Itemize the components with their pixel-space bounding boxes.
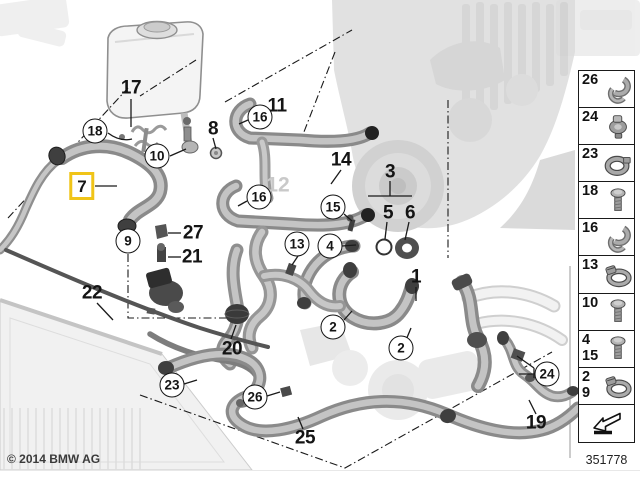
callout-13[interactable]: 13	[284, 231, 310, 257]
callout-7[interactable]: 7	[69, 172, 95, 200]
callout-21[interactable]: 21	[181, 246, 203, 268]
part-number: 2	[582, 368, 591, 385]
sidebar-item-24[interactable]: 24	[578, 107, 635, 146]
direction-arrow-icon	[584, 407, 630, 439]
callout-9[interactable]: 9	[115, 228, 141, 254]
callout-19[interactable]: 19	[525, 412, 547, 434]
callout-5[interactable]: 5	[382, 202, 394, 224]
part-number: 26	[582, 72, 599, 88]
part-number: 23	[582, 146, 599, 163]
background-watermark	[0, 0, 640, 56]
callout-1[interactable]: 1	[410, 266, 422, 288]
sidebar-item-26[interactable]: 26	[578, 70, 635, 109]
engine-block-illustration	[332, 0, 575, 232]
part-number: 13	[582, 257, 599, 274]
callout-2[interactable]: 2	[320, 314, 346, 340]
sidebar-item-10[interactable]: 10	[578, 292, 635, 332]
sidebar-item-18[interactable]: 18	[578, 181, 635, 220]
callout-26[interactable]: 26	[242, 384, 268, 410]
callout-23[interactable]: 23	[159, 372, 185, 398]
sidebar-item-direction-arrow[interactable]	[578, 403, 635, 443]
fittings-and-small-parts	[48, 124, 579, 424]
leader-lines	[95, 99, 537, 430]
faded-hoses	[461, 285, 568, 346]
part-number: 24	[582, 109, 599, 126]
worm-clamp-icon	[603, 371, 633, 401]
bolt-icon	[603, 186, 633, 216]
ring-clamp-icon	[603, 149, 633, 179]
callout-17[interactable]: 17	[120, 77, 142, 99]
callout-20[interactable]: 20	[221, 338, 243, 360]
clamp-icon	[603, 111, 633, 141]
callout-8[interactable]: 8	[207, 118, 219, 140]
copyright-text: © 2014 BMW AG	[7, 452, 101, 466]
callout-10[interactable]: 10	[144, 143, 170, 169]
callout-4[interactable]: 4	[317, 233, 343, 259]
part-number: 9	[582, 385, 591, 402]
worm-clamp-icon	[603, 260, 633, 290]
callout-24[interactable]: 24	[534, 361, 560, 387]
part-number: 4	[582, 331, 591, 348]
sidebar-item-13[interactable]: 13	[578, 255, 635, 295]
part-number: 18	[582, 183, 599, 200]
part-number: 16	[582, 220, 599, 237]
sidebar-item-16[interactable]: 16	[578, 218, 635, 258]
callout-16[interactable]: 16	[247, 104, 273, 130]
callout-22[interactable]: 22	[81, 282, 103, 304]
callout-15[interactable]: 15	[320, 194, 346, 220]
bolt-icon	[603, 297, 633, 327]
clip-icon	[603, 74, 633, 104]
footer-divider	[0, 470, 640, 471]
callout-12[interactable]: 12	[266, 173, 290, 197]
diagram-number: 351778	[585, 453, 628, 467]
callout-3[interactable]: 3	[384, 161, 396, 183]
radiator-illustration	[0, 298, 254, 471]
callout-14[interactable]: 14	[330, 149, 352, 171]
callout-2[interactable]: 2	[388, 335, 414, 361]
callout-6[interactable]: 6	[404, 202, 416, 224]
callout-16[interactable]: 16	[246, 184, 272, 210]
bolt-icon	[603, 334, 633, 364]
callout-18[interactable]: 18	[82, 118, 108, 144]
clip-icon	[603, 223, 633, 253]
callout-27[interactable]: 27	[182, 222, 204, 244]
part-number: 10	[582, 294, 599, 311]
part-number: 15	[582, 348, 599, 365]
callout-11[interactable]: 11	[267, 95, 287, 117]
sidebar-item-23[interactable]: 23	[578, 144, 635, 183]
callout-25[interactable]: 25	[294, 427, 316, 449]
